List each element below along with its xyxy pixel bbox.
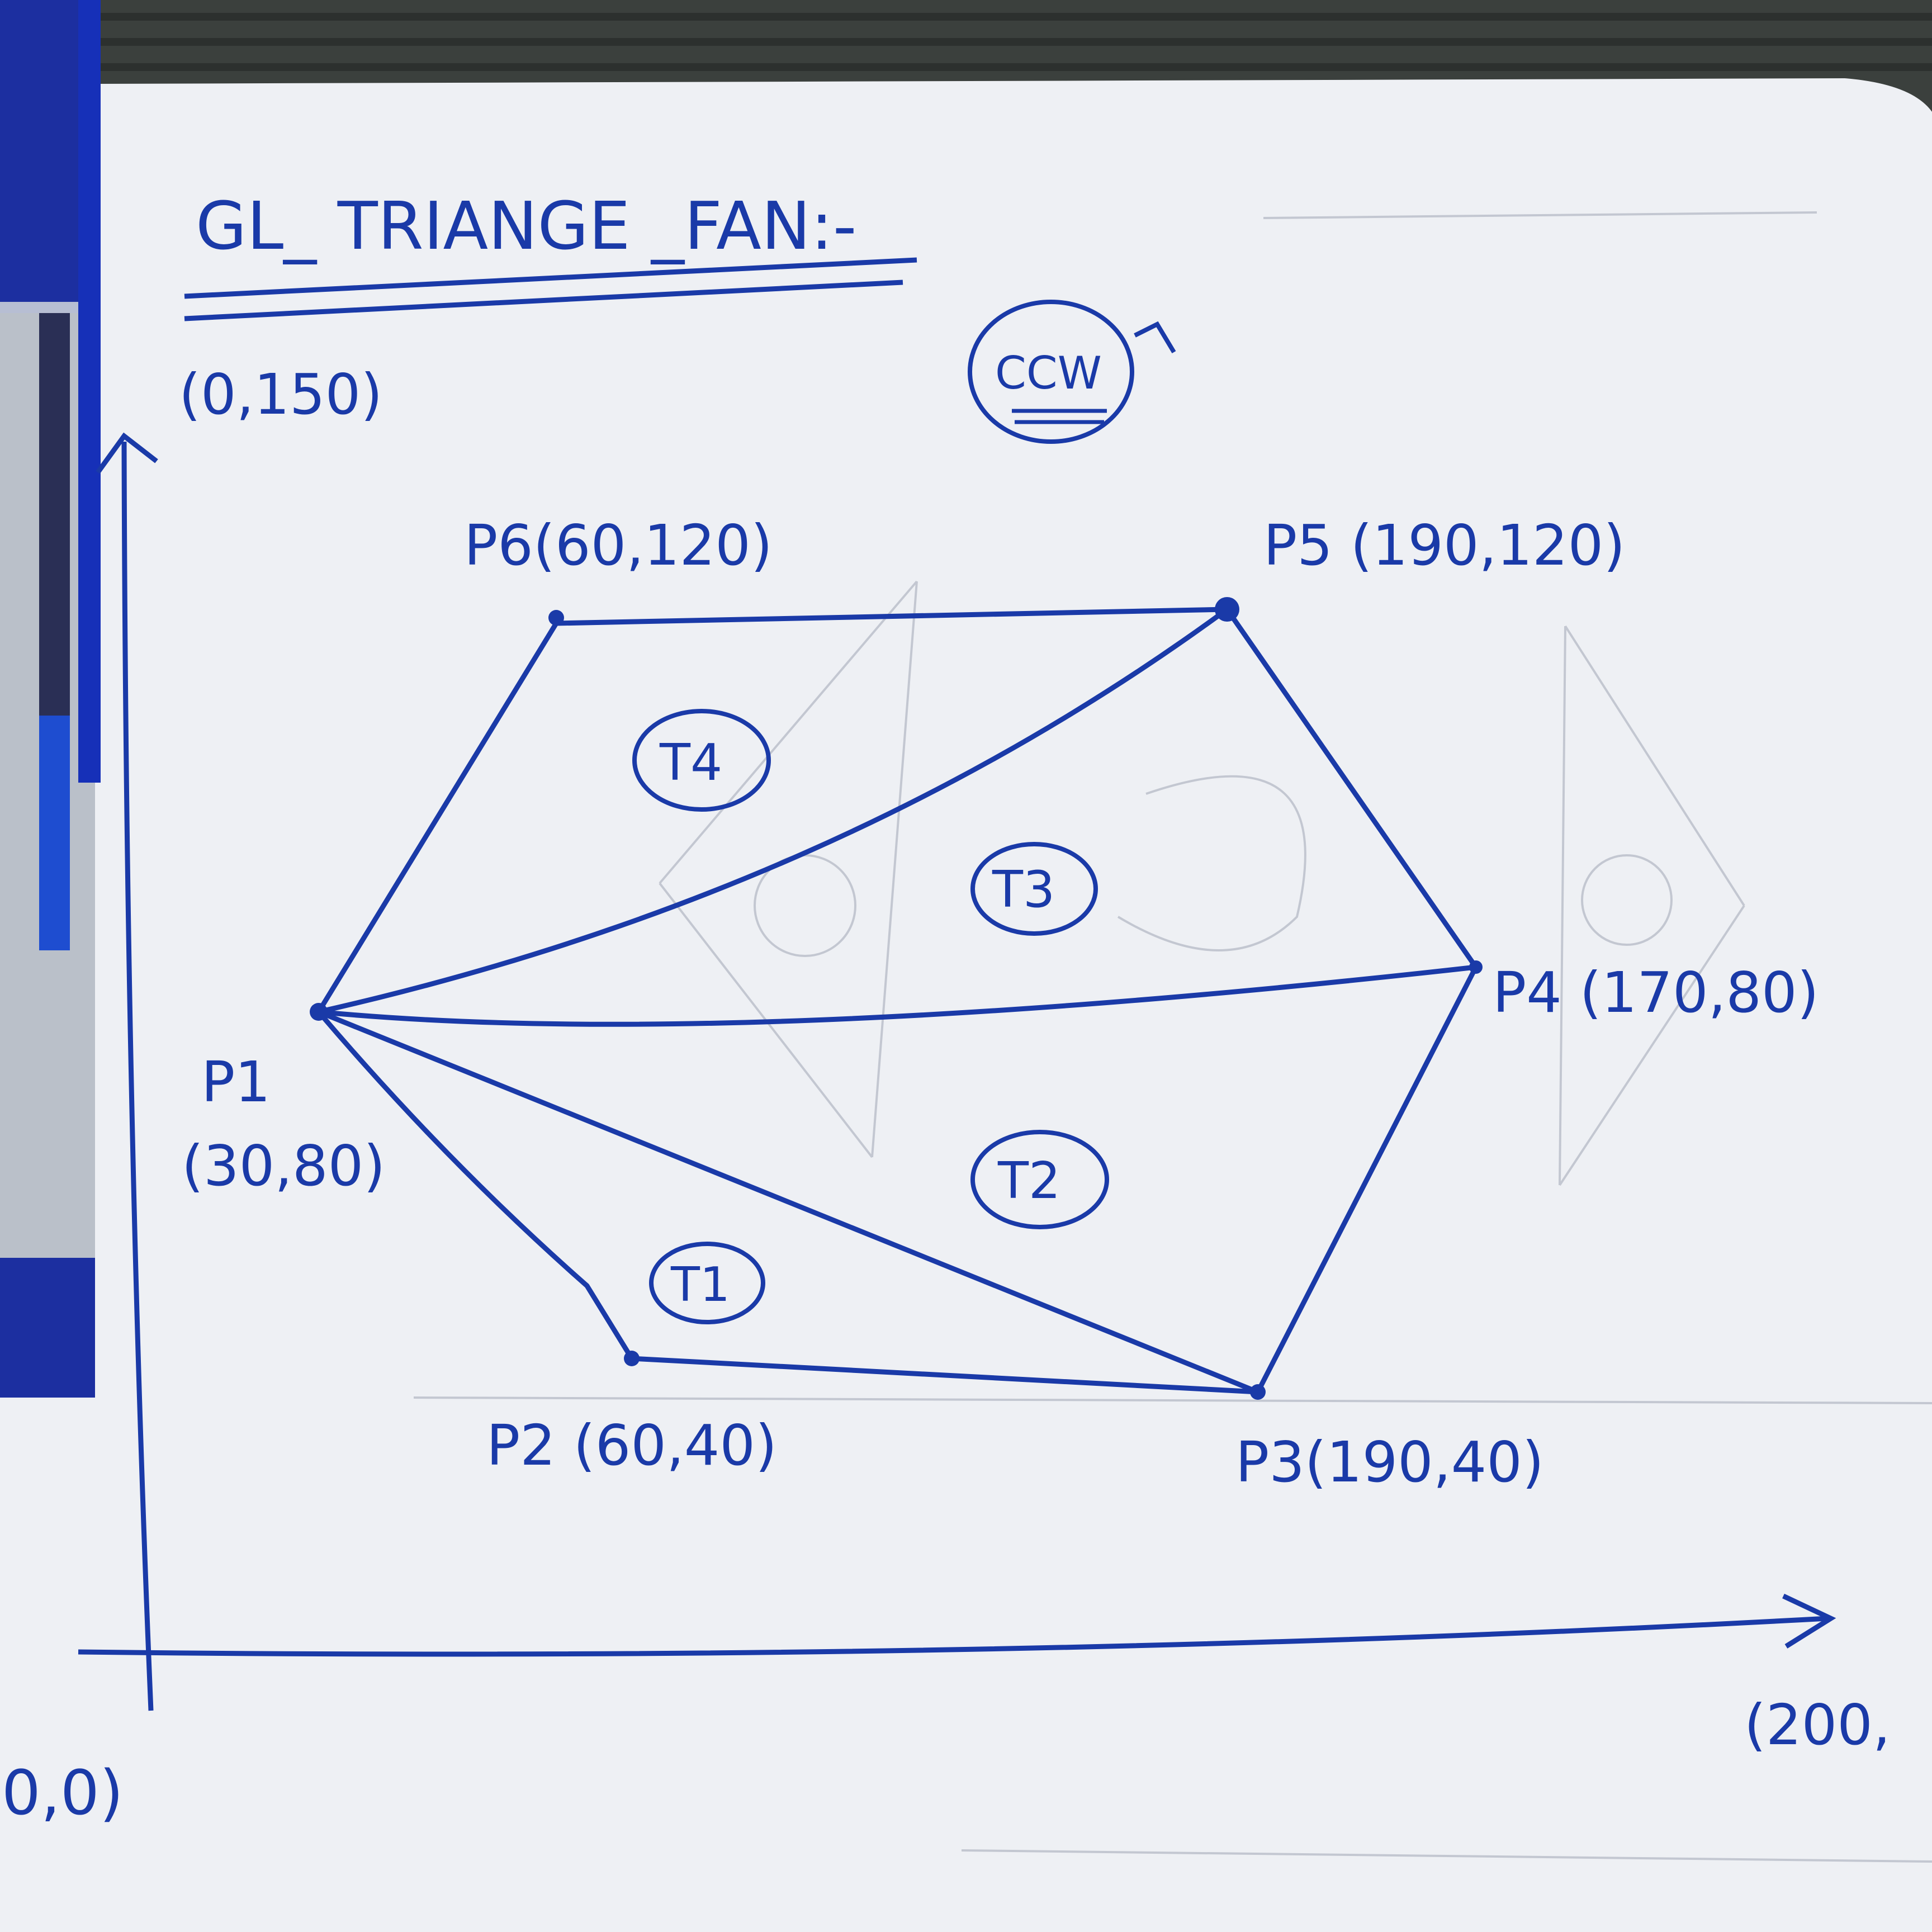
- label-p4: P4 (170,80): [1493, 960, 1819, 1025]
- diagonal-p1-p3: [318, 1009, 1259, 1395]
- diagonal-p1-p4: [318, 964, 1476, 1027]
- diagram-title: GL_ TRIANGE _FAN:-: [196, 187, 856, 264]
- x-axis-right-label: (200,: [1744, 1692, 1891, 1758]
- title-underline: [184, 257, 917, 321]
- x-axis-arrow-icon: [1782, 1593, 1836, 1649]
- y-axis: [121, 441, 154, 1711]
- label-p6: P6(60,120): [464, 513, 773, 578]
- edge-p2-p3: [631, 1356, 1258, 1395]
- vertex-p3: [1250, 1384, 1266, 1400]
- label-p1: P1: [201, 1049, 271, 1115]
- edge-p3-p4: [1255, 965, 1479, 1394]
- edge-p4-p5: [1225, 608, 1478, 969]
- ccw-label: CCW: [995, 347, 1102, 399]
- triangle-badge-t1: T1: [649, 1242, 765, 1324]
- edge-p5-p6: [556, 607, 1228, 626]
- diagonal-p1-p5: [318, 607, 1229, 1015]
- vertex-p2: [624, 1351, 640, 1366]
- desk-stripes: [0, 13, 1932, 71]
- pen: [0, 0, 101, 1398]
- vertex-p5: [1215, 597, 1239, 622]
- vertex-p6: [548, 610, 564, 626]
- vertex-p1: [310, 1003, 328, 1021]
- vertex-p4: [1469, 960, 1483, 974]
- label-p3: P3(190,40): [1235, 1429, 1544, 1495]
- triangle-badge-t2: T2: [970, 1130, 1109, 1229]
- label-p1-coords: (30,80): [182, 1133, 385, 1199]
- y-axis-arrow-icon: [96, 432, 158, 474]
- label-p5: P5 (190,120): [1263, 513, 1625, 578]
- vertex-dots: [310, 597, 1483, 1400]
- paper-page: [0, 78, 1932, 1932]
- edge-p6-p1: [316, 622, 558, 1014]
- edge-p1-p2: [316, 1010, 634, 1360]
- axes: [78, 432, 1836, 1711]
- fan-polygon: [316, 607, 1479, 1395]
- x-axis: [78, 1616, 1829, 1657]
- label-p2: P2 (60,40): [486, 1413, 777, 1478]
- triangle-badge-t4: T4: [632, 709, 771, 812]
- ccw-annotation: CCW: [968, 300, 1176, 444]
- triangle-label-t4: T4: [659, 733, 722, 792]
- triangle-badge-t3: T3: [970, 842, 1098, 936]
- triangle-label-t2: T2: [997, 1152, 1060, 1210]
- origin-label: (0,0): [0, 1757, 124, 1829]
- y-axis-top-label: (0,150): [179, 362, 382, 427]
- ccw-arrow-icon: [1134, 321, 1176, 354]
- triangle-label-t3: T3: [992, 860, 1055, 919]
- triangle-label-t1: T1: [670, 1257, 730, 1313]
